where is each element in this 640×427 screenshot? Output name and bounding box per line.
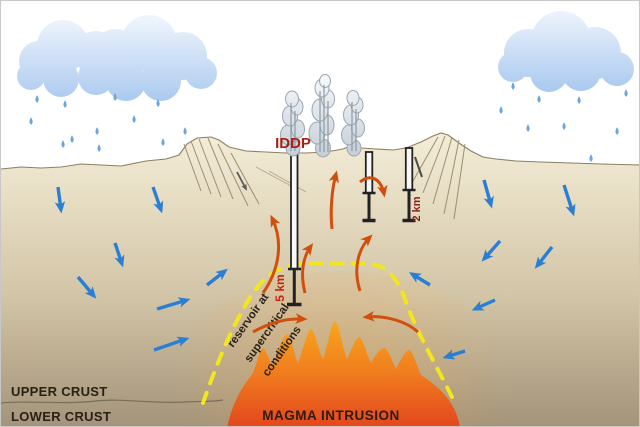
rain-cloud-right	[498, 11, 634, 92]
recharge-arrow	[156, 297, 191, 311]
iddp-well-casing	[290, 150, 299, 270]
fault-slip-arrow	[236, 171, 248, 191]
upflow-arrow	[261, 214, 281, 294]
recharge-arrows	[54, 179, 576, 360]
lateral-flow-arrow	[362, 310, 420, 334]
iddp-well	[287, 150, 302, 307]
recharge-arrow	[151, 186, 164, 214]
rain-cloud-left	[17, 15, 217, 101]
fault-tick	[414, 156, 423, 178]
shallow-depth-label: 2 km	[411, 196, 423, 221]
magma-intrusion-label: MAGMA INTRUSION	[262, 408, 400, 423]
upper-crust-label: UPPER CRUST	[11, 384, 107, 399]
recharge-arrow	[205, 268, 228, 287]
lateral-flow-arrow	[252, 313, 308, 334]
steam-plume-right	[341, 90, 365, 157]
wellflow-arrow	[359, 176, 388, 198]
well1-casing	[364, 151, 374, 194]
fault-lines-left	[183, 137, 260, 207]
reservoir-boundary	[201, 260, 454, 405]
recharge-arrow	[54, 186, 66, 214]
recharge-arrow	[76, 275, 97, 299]
recharge-arrow	[471, 298, 496, 311]
iddp-depth-label: 5 km	[273, 274, 287, 301]
recharge-arrow	[481, 239, 502, 262]
upflow-arrow	[301, 243, 314, 294]
recharge-arrow	[153, 336, 190, 352]
fault-lines-right	[412, 135, 466, 220]
steam-plume-iddp	[280, 90, 305, 157]
steam-plumes	[280, 74, 365, 158]
steam-plume-middle	[308, 74, 335, 158]
recharge-arrow	[113, 242, 125, 268]
well2-casing	[404, 147, 414, 191]
recharge-arrow	[534, 245, 554, 269]
recharge-arrow	[442, 349, 466, 360]
fault-lines-faint	[255, 166, 307, 193]
upflow-arrow	[355, 234, 373, 292]
recharge-arrow	[482, 179, 494, 209]
recharge-arrow	[408, 272, 431, 287]
iddp-well-label: IDDP	[275, 135, 311, 152]
lower-crust-label: LOWER CRUST	[11, 409, 111, 424]
upflow-arrow	[328, 170, 339, 230]
recharge-arrow	[562, 184, 576, 217]
shallow-well-1	[362, 151, 376, 223]
shallow-well-2	[402, 147, 416, 223]
hot-upflow-arrows	[252, 170, 420, 334]
magma-intrusion	[227, 321, 460, 426]
